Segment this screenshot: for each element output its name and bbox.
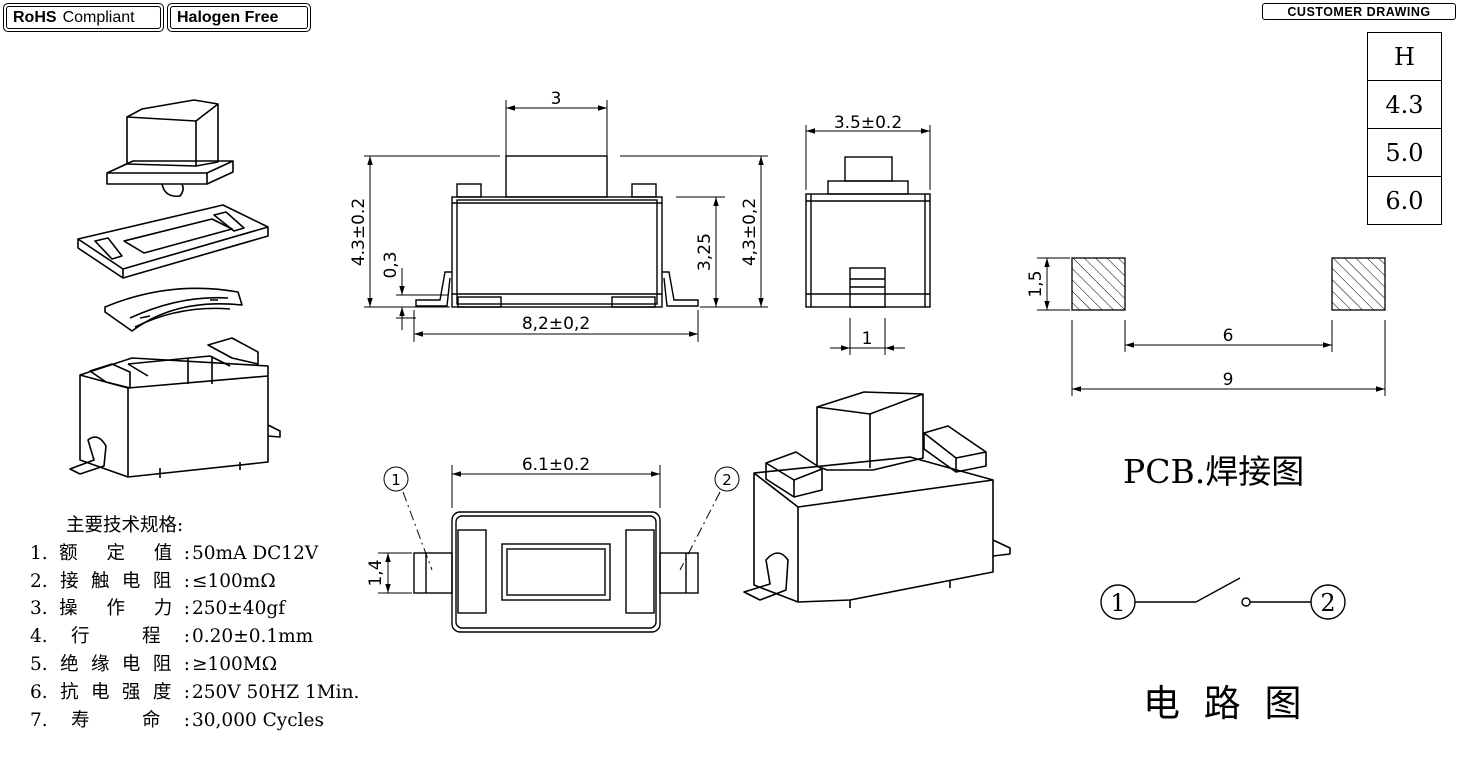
switch-contact [1195,577,1241,603]
spec-row: 3.操 作 力:250±40gf [30,595,359,623]
spec-value: ≥100MΩ [192,653,278,675]
dome-contact-part [104,287,243,332]
halogen-free-badge: Halogen Free [167,3,311,32]
height-table-cell: 5.0 [1367,128,1442,177]
top-view [378,465,740,633]
rohs-compliant-text: Compliant [62,8,135,26]
pin-1-callout [383,466,409,492]
spec-label: 1.额 定 值: [30,542,190,564]
base-housing-part [69,337,281,478]
cover-plate-part [77,204,269,279]
dim-pad-inner-spacing: 6 [1223,326,1234,346]
spec-label: 5.绝缘电阻: [30,653,190,675]
specifications-title: 主要技术规格: [66,515,184,536]
dim-actuator-width: 3 [551,89,562,109]
height-table-cell: 4.3 [1367,80,1442,129]
spec-row: 5.绝缘电阻:≥100MΩ [30,651,359,679]
spec-value: 50mA DC12V [192,542,319,564]
side-view [805,125,931,355]
pcb-layout [1037,257,1386,396]
spec-label: 4.行 程: [30,626,190,648]
dim-pin-width: 1 [862,329,873,349]
pin-2-label: 2 [722,471,732,489]
front-view [364,100,768,342]
dim-pad-size: 1,5 [1026,270,1046,297]
spec-label: 3.操 作 力: [30,598,190,620]
spec-row: 7.寿 命:30,000 Cycles [30,707,359,735]
spec-value: 250±40gf [192,598,286,620]
dim-overall-width: 8,2±0,2 [522,314,590,334]
dim-standoff: 0,3 [381,251,401,278]
circuit-diagram [1100,577,1346,620]
circuit-diagram-label: 电 路 图 [1143,682,1308,725]
rohs-label: RoHS [13,8,57,26]
top-actuator [501,543,611,601]
pin-2-callout [714,466,740,492]
side-actuator [844,156,893,182]
spec-label: 6.抗电强度: [30,681,190,703]
rohs-badge: RoHS Compliant [3,3,164,32]
top-pin-right [659,552,699,594]
dim-height-left: 4.3±0.2 [349,198,369,266]
halogen-free-text: Halogen Free [170,6,308,29]
specifications-list: 主要技术规格: 1.额 定 值:50mA DC12V 2.接触电阻:≤100mΩ… [30,512,359,734]
front-body [451,196,663,308]
pcb-pad-left [1071,257,1126,311]
customer-drawing-label: CUSTOMER DRAWING [1262,3,1456,20]
dim-height-right: 4,3±0,2 [740,198,760,266]
height-table: H 4.3 5.0 6.0 [1367,32,1442,225]
side-body [805,193,931,308]
spec-row: 6.抗电强度:250V 50HZ 1Min. [30,679,359,707]
height-table-header: H [1367,32,1442,81]
spec-value: 250V 50HZ 1Min. [192,681,360,703]
spec-row: 2.接触电阻:≤100mΩ [30,568,359,596]
dim-side-width: 3.5±0.2 [834,113,902,133]
actuator-part [106,99,234,198]
pin-1-label: 1 [391,471,401,489]
spec-label: 2.接触电阻: [30,570,190,592]
dim-top-width: 6.1±0.2 [522,455,590,475]
height-table-cell: 6.0 [1367,176,1442,225]
assembled-view [743,391,1011,608]
spec-row: 1.额 定 值:50mA DC12V [30,540,359,568]
pcb-pad-right [1331,257,1386,311]
dim-top-pin: 1,4 [366,559,386,586]
circuit-pin-2-label: 2 [1320,589,1335,617]
dim-pad-outer-spacing: 9 [1223,370,1234,390]
spec-row: 4.行 程:0.20±0.1mm [30,623,359,651]
dim-body-height: 3,25 [695,233,715,271]
spec-value: 30,000 Cycles [192,709,324,731]
exploded-view [69,99,281,478]
front-actuator [505,155,608,198]
circuit-pin-1-label: 1 [1110,589,1125,617]
spec-label: 7.寿 命: [30,709,190,731]
spec-value: 0.20±0.1mm [192,626,314,648]
pcb-layout-label: PCB.焊接图 [1123,452,1305,491]
top-pin-left [413,552,453,594]
spec-value: ≤100mΩ [192,570,276,592]
